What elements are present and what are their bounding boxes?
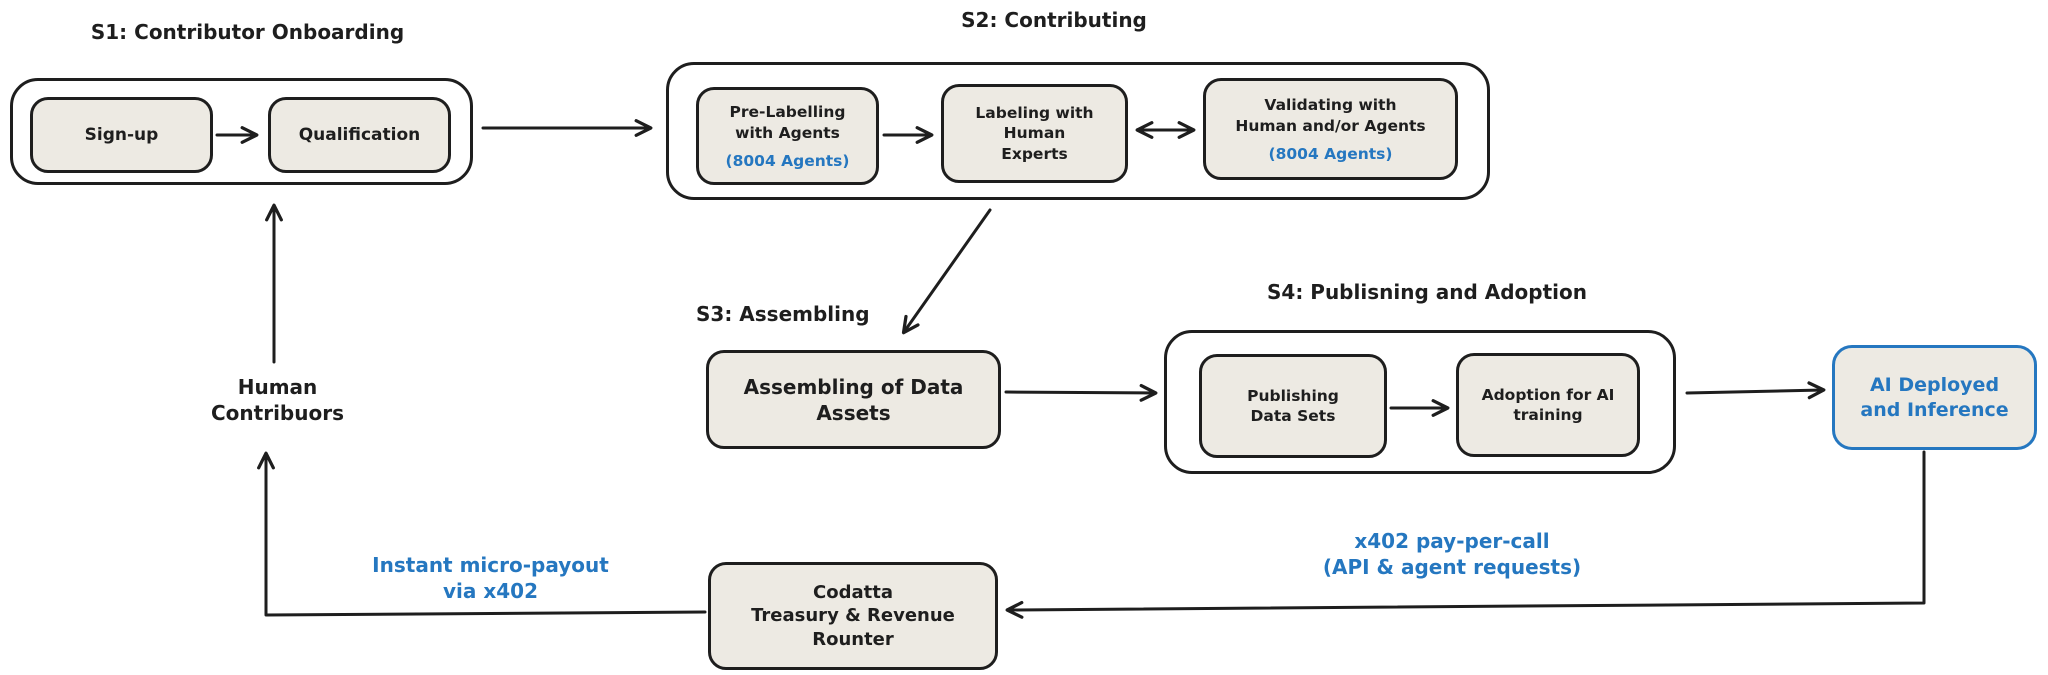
- ai-deployed-label: AI Deployed and Inference: [1860, 373, 2009, 421]
- stage2-title: S2: Contributing: [961, 8, 1147, 32]
- qualification-label: Qualification: [298, 124, 421, 145]
- assembling-node: Assembling of Data Assets: [706, 350, 1001, 449]
- labeling-node: Labeling with Human Experts: [941, 84, 1128, 183]
- signup-label: Sign-up: [84, 124, 159, 145]
- ai-deployed-node: AI Deployed and Inference: [1832, 345, 2037, 450]
- treasury-label: Codatta Treasury & Revenue Rounter: [751, 581, 955, 650]
- validating-node: Validating with Human and/or Agents (800…: [1203, 78, 1458, 180]
- publishing-label: Publishing Data Sets: [1247, 386, 1339, 425]
- micro-payout-annotation: Instant micro-payout via x402: [372, 553, 609, 603]
- labeling-label: Labeling with Human Experts: [975, 104, 1094, 163]
- stage1-title: S1: Contributor Onboarding: [90, 20, 405, 44]
- arrow-stage4-to-ai-deployed: [1685, 381, 1826, 400]
- pre-labelling-agents-note: (8004 Agents): [725, 151, 850, 170]
- assembling-label: Assembling of Data Assets: [743, 374, 964, 425]
- pay-per-call-annotation: x402 pay-per-call (API & agent requests): [1322, 529, 1582, 579]
- pre-labelling-label: Pre-Labelling with Agents: [729, 103, 846, 142]
- pre-labelling-node: Pre-Labelling with Agents (8004 Agents): [696, 87, 879, 185]
- signup-node: Sign-up: [30, 97, 213, 173]
- validating-label: Validating with Human and/or Agents: [1235, 96, 1426, 135]
- treasury-node: Codatta Treasury & Revenue Rounter: [708, 562, 998, 670]
- adoption-label: Adoption for AI training: [1481, 385, 1615, 424]
- stage4-title: S4: Publisning and Adoption: [1267, 280, 1587, 304]
- validating-agents-note: (8004 Agents): [1268, 144, 1393, 163]
- adoption-node: Adoption for AI training: [1456, 353, 1640, 457]
- publishing-node: Publishing Data Sets: [1199, 354, 1387, 458]
- arrow-stage2-to-assembling: [901, 208, 992, 335]
- qualification-node: Qualification: [268, 97, 451, 173]
- stage3-title: S3: Assembling: [696, 302, 870, 326]
- human-contributors-label: Human Contribuors: [211, 375, 344, 425]
- arrow-assembling-to-stage4: [1004, 383, 1158, 402]
